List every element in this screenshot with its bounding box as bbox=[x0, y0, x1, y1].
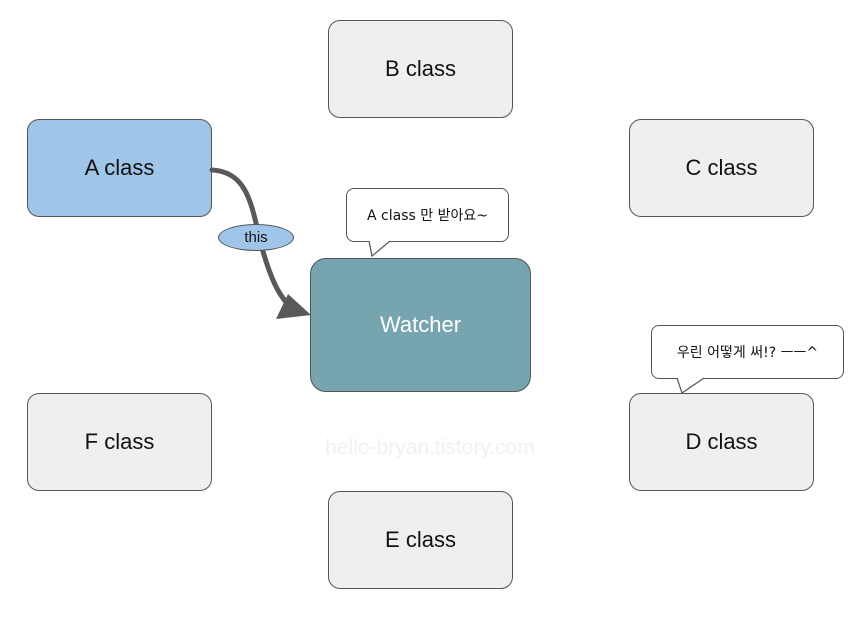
node-a-class[interactable]: A class bbox=[27, 119, 212, 217]
node-f-class[interactable]: F class bbox=[27, 393, 212, 491]
watcher-bubble-text: A class 만 받아요~ bbox=[367, 208, 488, 224]
node-f-label: F class bbox=[84, 429, 155, 454]
node-watcher-label: Watcher bbox=[379, 312, 462, 337]
node-d-label: D class bbox=[685, 429, 758, 454]
node-c-class[interactable]: C class bbox=[629, 119, 814, 217]
watcher-bubble-tail bbox=[368, 240, 391, 258]
node-b-class[interactable]: B class bbox=[328, 20, 513, 118]
node-c-label: C class bbox=[685, 155, 758, 180]
edge-label-this: this bbox=[218, 224, 294, 251]
node-e-class[interactable]: E class bbox=[328, 491, 513, 589]
d-bubble-tail bbox=[676, 377, 705, 394]
watcher-speech-bubble: A class 만 받아요~ bbox=[346, 188, 509, 242]
node-b-label: B class bbox=[385, 56, 456, 81]
node-a-label: A class bbox=[84, 155, 155, 180]
edge-label-text: this bbox=[244, 229, 268, 246]
d-bubble-text: 우린 어떻게 써!? ㅡㅡ^ bbox=[676, 345, 819, 361]
node-e-label: E class bbox=[385, 527, 456, 552]
watermark: hello-bryan.tistory.com bbox=[325, 436, 535, 459]
d-speech-bubble: 우린 어떻게 써!? ㅡㅡ^ bbox=[651, 325, 844, 379]
node-d-class[interactable]: D class bbox=[629, 393, 814, 491]
node-watcher[interactable]: Watcher bbox=[310, 258, 531, 392]
a-to-watcher-arrowhead bbox=[276, 294, 311, 319]
